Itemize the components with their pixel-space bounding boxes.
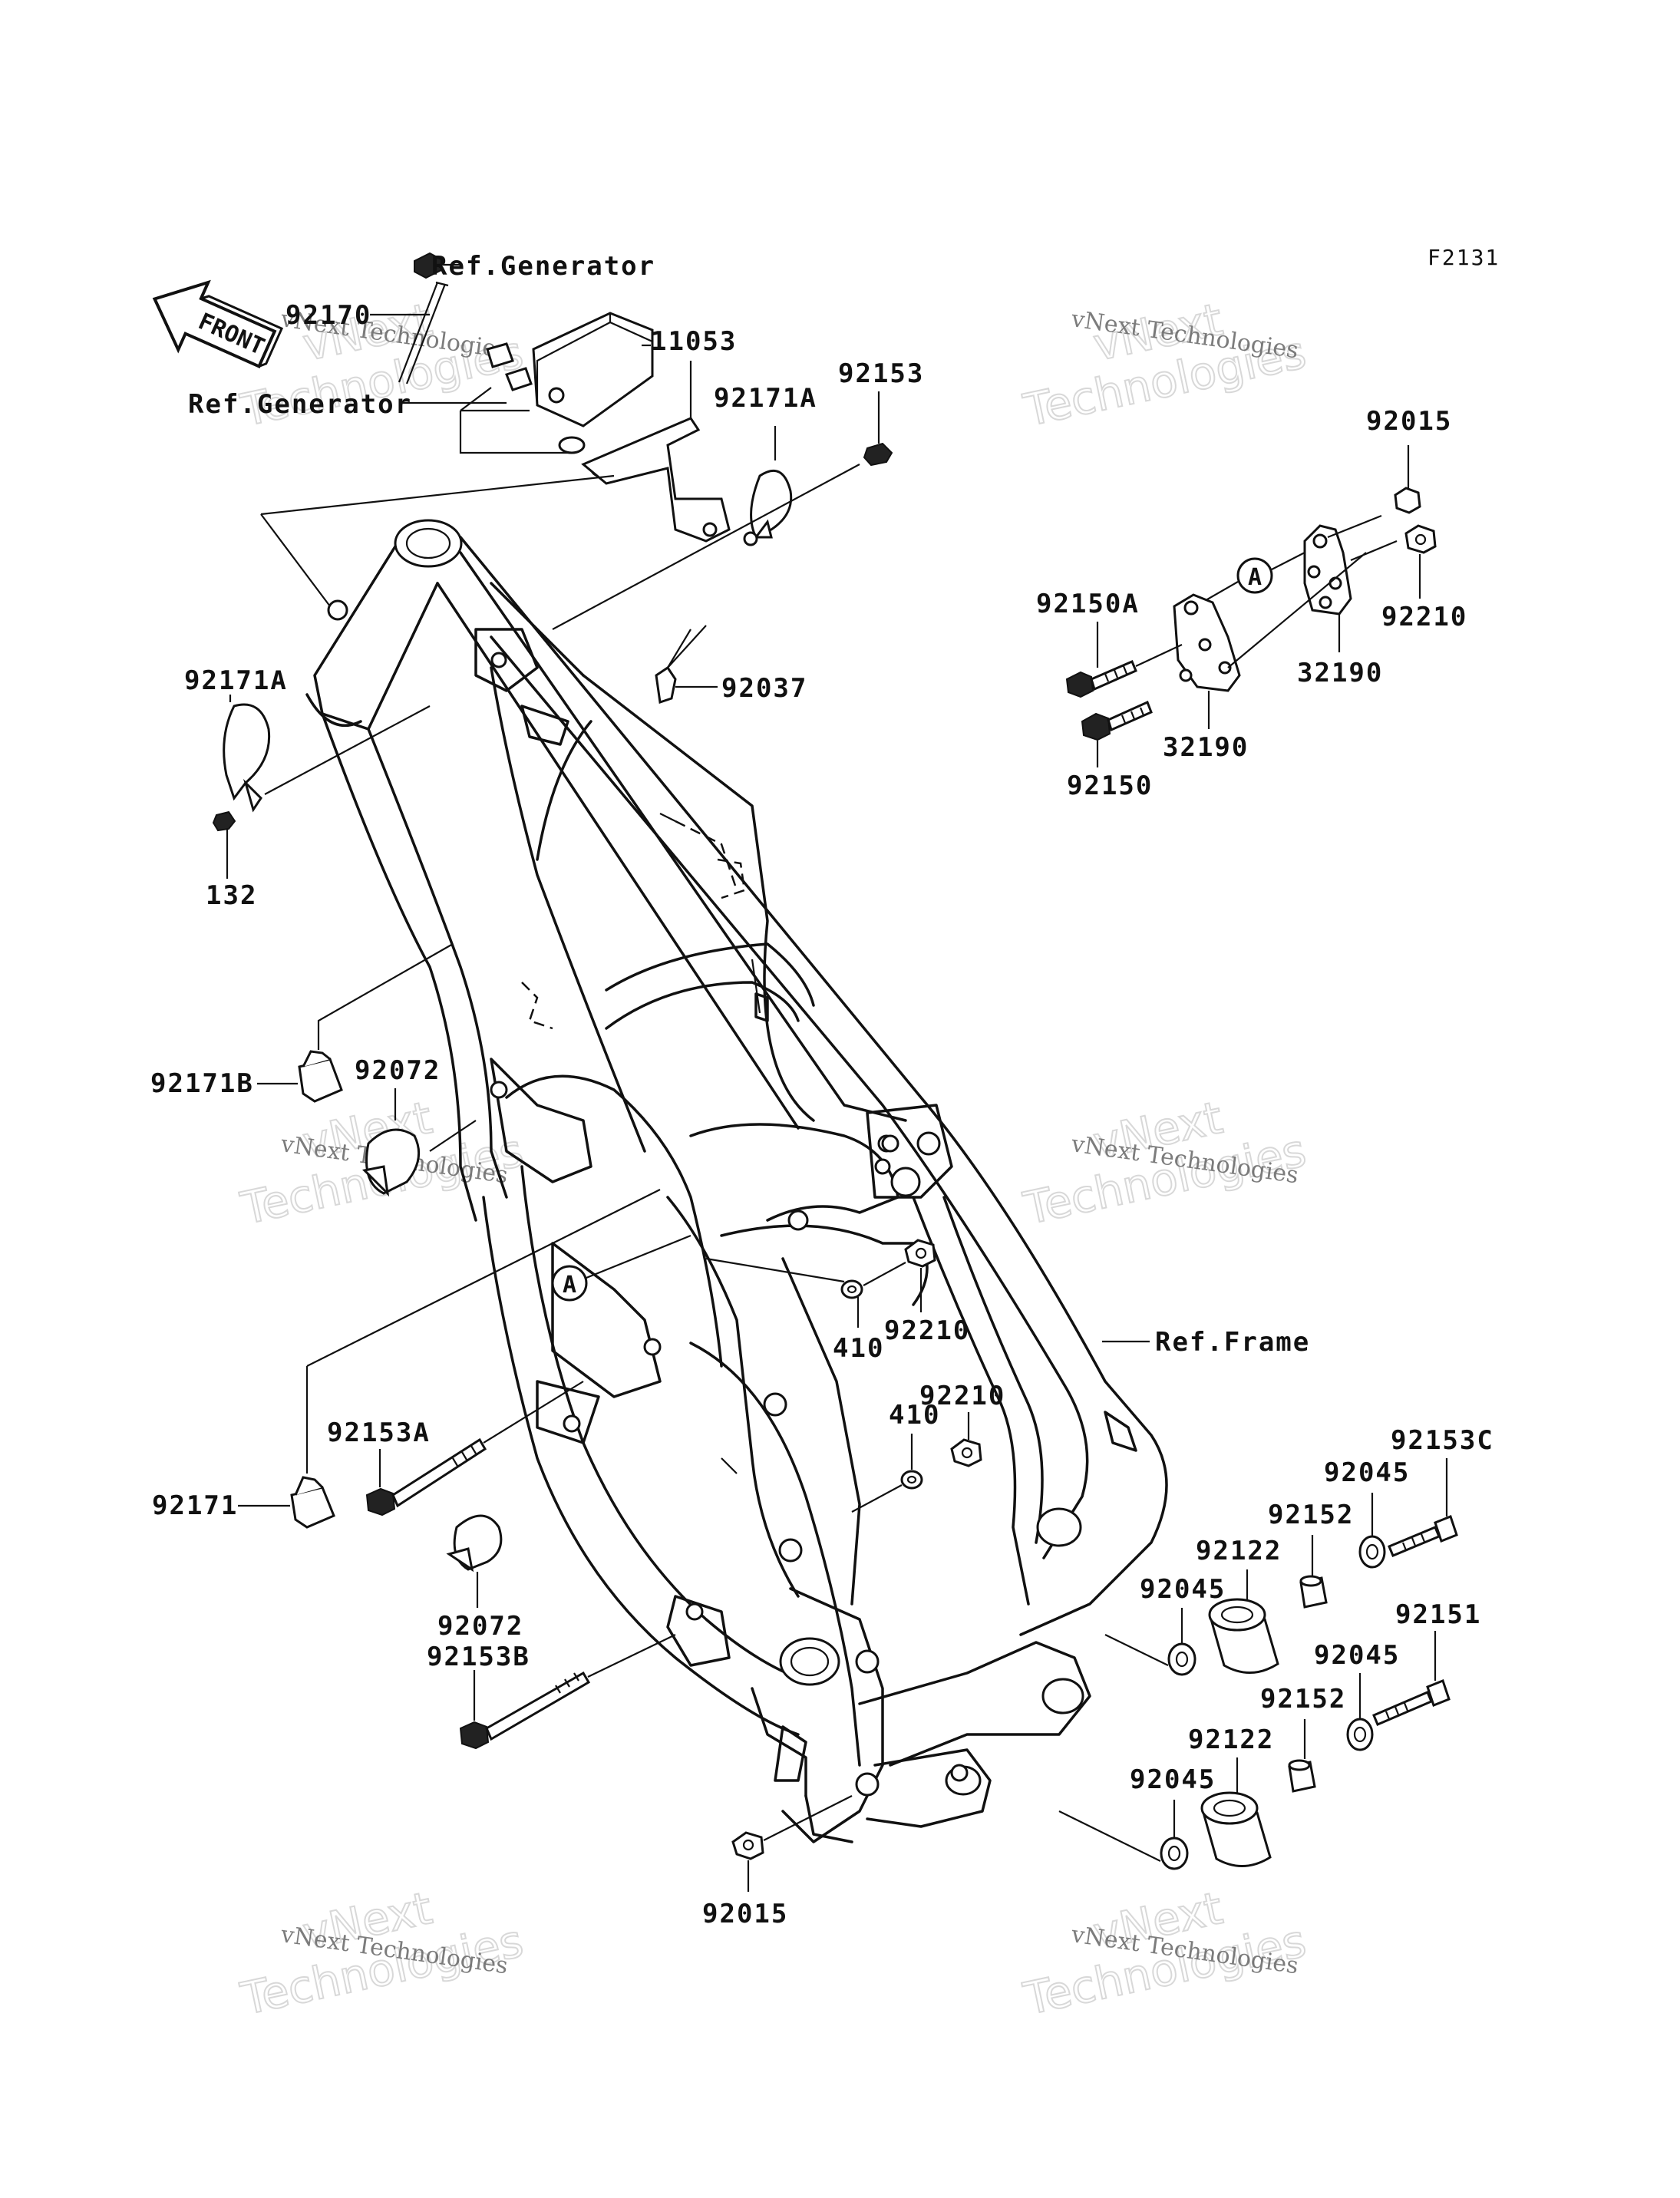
part-label-92153B: 92153B — [427, 1642, 530, 1672]
part-92153-bolt — [552, 391, 893, 630]
part-label-92210-top: 92210 — [1381, 602, 1467, 632]
part-label-92037: 92037 — [721, 673, 807, 704]
part-92170-rod — [398, 281, 449, 384]
part-92153A-bolt — [365, 1381, 584, 1516]
part-label-92153C: 92153C — [1391, 1425, 1494, 1456]
part-label-410-mid: 410 — [833, 1333, 884, 1364]
svg-text:A: A — [1248, 564, 1262, 591]
part-32190-plate-left — [1173, 593, 1241, 729]
part-92150A-bolt — [1065, 644, 1183, 698]
part-92171B-clamp — [257, 943, 454, 1103]
bolt-generator-top — [414, 252, 460, 279]
part-label-410-low: 410 — [889, 1400, 940, 1431]
part-32190-plate-right — [1303, 524, 1352, 652]
part-92210-nut-low — [950, 1412, 982, 1467]
part-132-screw — [212, 810, 236, 879]
part-label-132: 132 — [206, 880, 257, 911]
part-92015-nut-bottom — [731, 1795, 853, 1892]
ref-frame-label: Ref.Frame — [1155, 1327, 1310, 1358]
part-92210-nut-mid — [904, 1239, 936, 1312]
part-label-92151: 92151 — [1395, 1599, 1481, 1630]
part-label-92015-bottom: 92015 — [702, 1899, 788, 1929]
part-label-92045-d: 92045 — [1130, 1764, 1216, 1795]
part-92122-collar-b — [1200, 1757, 1272, 1867]
part-92037-clip — [655, 625, 718, 704]
watermark-mid-right: Technologies vNext vNext Technologies — [1018, 1091, 1312, 1236]
part-label-92171A-left: 92171A — [184, 665, 288, 696]
part-92045-washer-b — [1104, 1608, 1196, 1676]
part-label-92153: 92153 — [838, 358, 924, 389]
part-11053-stay — [581, 361, 731, 543]
diagram-code: F2131 — [1428, 245, 1500, 270]
part-label-92072-top: 92072 — [355, 1055, 441, 1086]
svg-text:A: A — [563, 1272, 576, 1299]
part-92122-collar-a — [1208, 1569, 1279, 1674]
part-label-32190-bottom: 32190 — [1163, 732, 1249, 763]
watermark-top-left: Technologies vNext vNext Technologies — [236, 292, 529, 437]
part-label-11053: 11053 — [651, 326, 737, 357]
callout-a-bracket: A — [1181, 552, 1305, 615]
part-label-92153A: 92153A — [327, 1417, 431, 1448]
part-label-92122-b: 92122 — [1188, 1724, 1274, 1755]
part-92045-washer-d — [1058, 1800, 1189, 1870]
steering-head — [394, 519, 463, 568]
part-label-92210-mid: 92210 — [884, 1315, 970, 1346]
part-label-92171: 92171 — [152, 1490, 238, 1521]
part-label-92171B: 92171B — [150, 1068, 254, 1099]
part-label-32190-right: 32190 — [1297, 658, 1383, 688]
part-92210-nut-top — [1404, 524, 1437, 599]
part-92045-washer-a — [1358, 1493, 1386, 1569]
part-label-92015-top: 92015 — [1366, 406, 1452, 437]
part-92171A-clamp-top — [743, 469, 793, 546]
part-label-92045-a: 92045 — [1324, 1457, 1410, 1488]
frame-drawing — [305, 519, 1168, 1843]
part-92171-clamp — [238, 1476, 335, 1529]
part-92153C-bolt — [1388, 1458, 1458, 1557]
part-label-92045-b: 92045 — [1140, 1574, 1226, 1605]
part-label-92150: 92150 — [1067, 771, 1153, 801]
part-92152-sleeve-a — [1299, 1535, 1328, 1609]
part-92150-bolt — [1081, 700, 1153, 767]
callout-a-frame: A — [551, 1234, 691, 1302]
part-92153B-bolt — [459, 1634, 676, 1750]
part-label-92171A-top: 92171A — [714, 383, 817, 414]
part-92151-bolt — [1372, 1631, 1451, 1726]
part-label-92150A: 92150A — [1036, 589, 1140, 619]
part-92171A-clamp-left — [223, 695, 431, 813]
front-arrow-icon: FRONT — [152, 279, 284, 369]
part-92045-washer-c — [1346, 1673, 1374, 1751]
part-label-92152-b: 92152 — [1260, 1684, 1346, 1715]
part-11053-box — [532, 312, 654, 427]
watermark-bottom-left: Technologies vNext vNext Technologies — [236, 1881, 529, 2026]
ref-generator-top-label: Ref.Generator — [431, 251, 655, 282]
part-92072-clamp-top — [361, 1088, 477, 1197]
part-92072-clamp-low — [446, 1514, 503, 1608]
part-label-92152-a: 92152 — [1268, 1500, 1354, 1530]
part-410-washer-mid — [840, 1262, 906, 1328]
part-label-92170: 92170 — [286, 300, 371, 331]
part-410-washer-low — [851, 1434, 923, 1513]
part-label-92045-c: 92045 — [1314, 1640, 1400, 1671]
watermark-top-right: Technologies vNext vNext Technologies — [1018, 292, 1312, 437]
part-label-92072-low: 92072 — [437, 1611, 523, 1642]
part-label-92210-low: 92210 — [919, 1381, 1005, 1411]
part-label-92122-a: 92122 — [1196, 1536, 1282, 1566]
part-92015-nut-top — [1394, 445, 1421, 514]
watermark-bottom-right: Technologies vNext vNext Technologies — [1018, 1881, 1312, 2026]
ref-generator-left-label: Ref.Generator — [188, 389, 412, 420]
part-92152-sleeve-b — [1288, 1719, 1316, 1793]
